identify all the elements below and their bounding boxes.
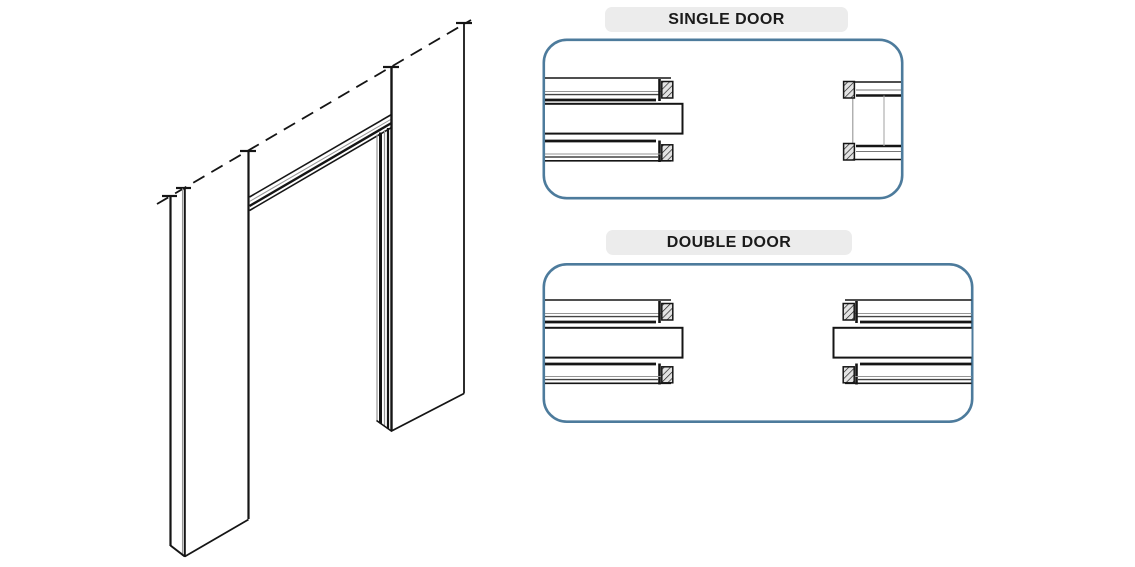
stud-hatch-block — [842, 302, 855, 321]
stud-hatch-block — [842, 142, 856, 161]
left-wall — [169, 188, 249, 558]
stud-hatch-block — [661, 80, 674, 99]
single-strike-jamb — [842, 80, 901, 161]
single-pocket-wall-top — [545, 77, 674, 102]
double-right-pocket-wall-bottom — [842, 362, 972, 385]
stud-hatch-block — [661, 144, 674, 162]
double-left-pocket-wall-bottom — [545, 362, 674, 385]
stud-hatch-block — [661, 302, 674, 321]
isometric-opening-drawing — [156, 19, 472, 558]
stud-hatch-block — [842, 366, 855, 384]
double-left-door-panel — [545, 326, 684, 359]
single-pocket-wall-bottom — [545, 139, 674, 162]
ceiling-dashed-line — [156, 19, 472, 205]
double-right-door-panel — [832, 326, 972, 359]
double-door-cross-section — [542, 262, 974, 423]
stud-hatch-block — [661, 366, 674, 384]
double-door-box — [542, 262, 974, 423]
single-door-panel — [545, 102, 684, 135]
double-left-pocket-wall-top — [545, 299, 674, 324]
door-opening-frame — [247, 113, 393, 519]
header-track — [248, 113, 393, 212]
double-right-pocket-wall-top — [842, 299, 972, 324]
cut-tick-marks — [162, 21, 472, 198]
pocket-door-edge — [376, 128, 393, 433]
single-door-box — [542, 38, 904, 200]
single-door-title: SINGLE DOOR — [605, 7, 848, 32]
single-door-cross-section — [542, 38, 904, 200]
stud-hatch-block — [842, 80, 856, 99]
double-door-title: DOUBLE DOOR — [606, 230, 852, 255]
right-wall — [390, 23, 465, 432]
